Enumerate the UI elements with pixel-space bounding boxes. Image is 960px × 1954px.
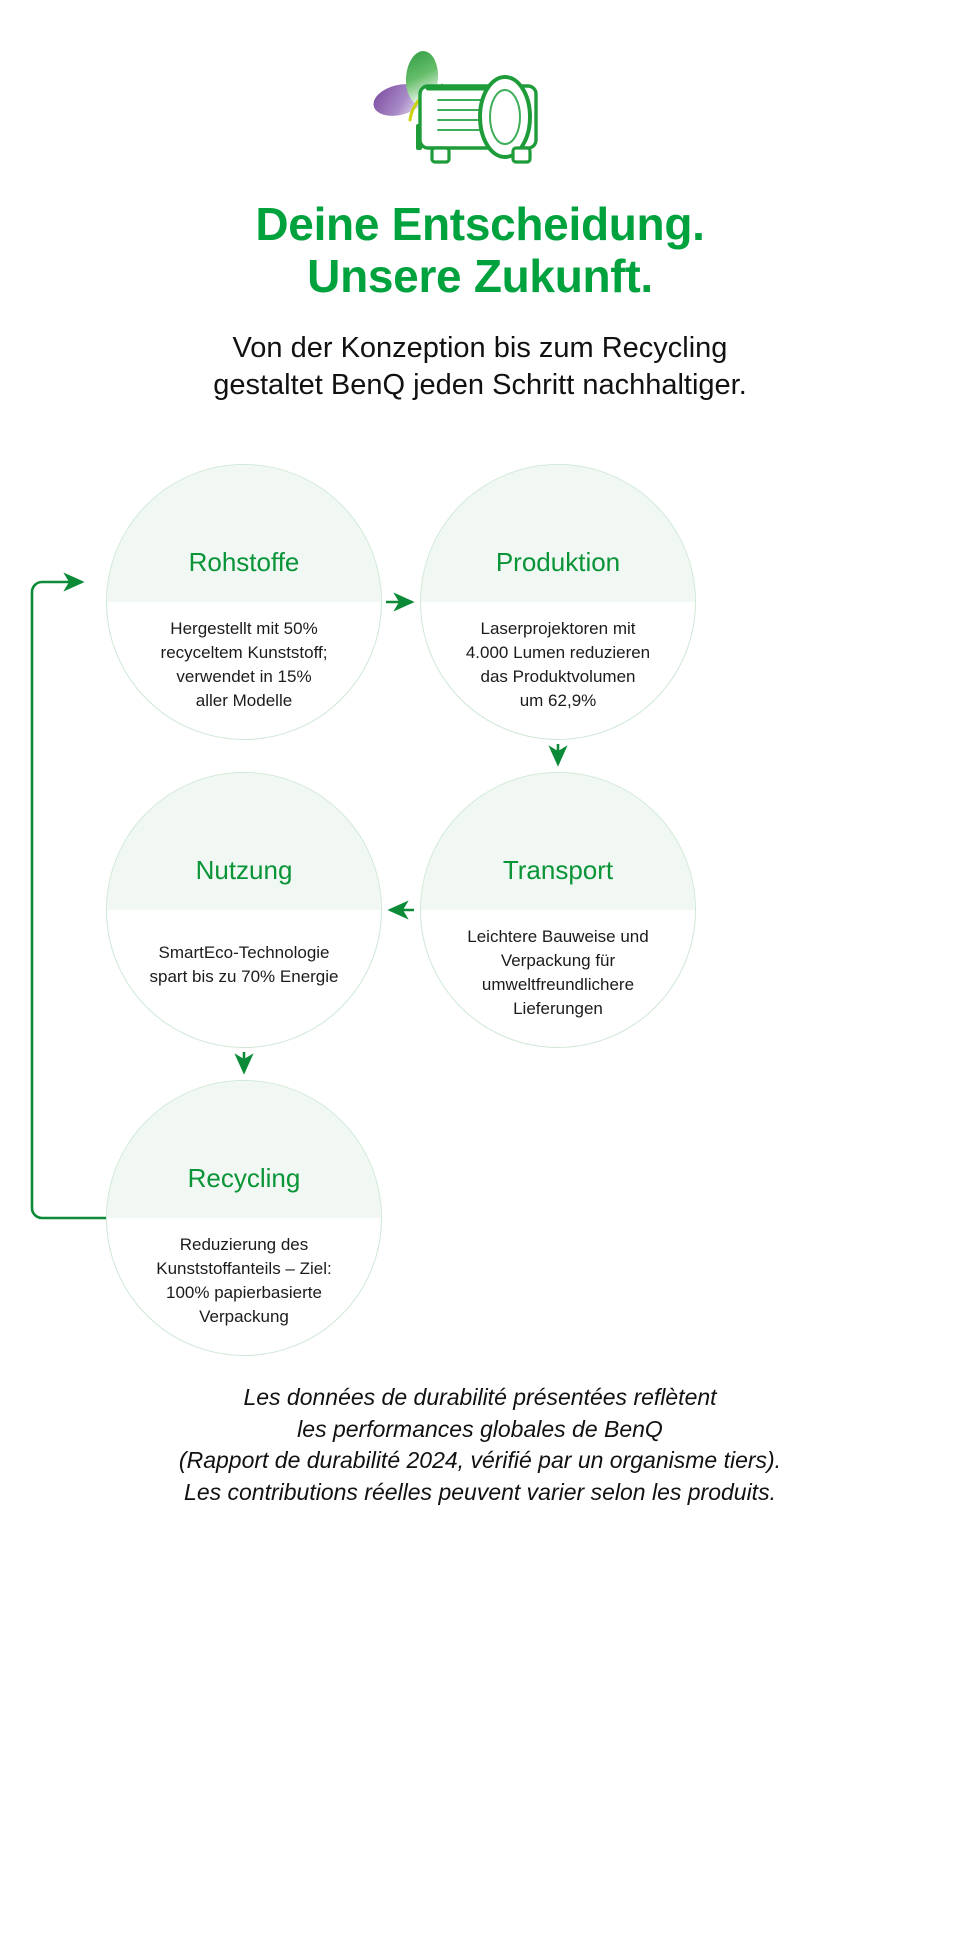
lifecycle-diagram: Rohstoffe Hergestellt mit 50% recyceltem… — [0, 432, 960, 1356]
title-line-2: Unsere Zukunft. — [307, 250, 653, 303]
eco-projector-icon — [0, 42, 960, 172]
node-fill-top — [421, 773, 695, 910]
footnote-line-2: les performances globales de BenQ — [297, 1415, 663, 1442]
footnote-line-4: Les contributions réelles peuvent varier… — [184, 1479, 776, 1506]
projector-lens-inner — [489, 89, 521, 145]
node-fill-top — [107, 465, 381, 602]
footnote-line-1: Les données de durabilité présentées ref… — [243, 1384, 717, 1410]
node-content: Nutzung SmartEco-Technologie spart bis z… — [107, 773, 381, 1047]
node-body: SmartEco-Technologie spart bis zu 70% En… — [149, 943, 339, 987]
node-title: Transport — [502, 855, 614, 885]
arrow-recycling-to-rohstoffe — [30, 572, 108, 1220]
node-fill-top — [421, 465, 695, 602]
footnote: Les données de durabilité présentées ref… — [0, 1382, 960, 1509]
diagram-arrows — [30, 572, 568, 1220]
node-body: Leichtere Bauweise und Verpackung für um… — [467, 927, 649, 1019]
node-content: Rohstoffe Hergestellt mit 50% recyceltem… — [107, 465, 381, 739]
subtitle-line-1: Von der Konzeption bis zum Recycling — [232, 332, 728, 364]
node-recycling[interactable]: Recycling Reduzierung des Kunststoffante… — [106, 1080, 382, 1356]
node-nutzung[interactable]: Nutzung SmartEco-Technologie spart bis z… — [106, 772, 382, 1048]
node-title: Nutzung — [195, 855, 293, 885]
node-title: Recycling — [187, 1163, 301, 1193]
node-body: Laserprojektoren mit 4.000 Lumen reduzie… — [465, 619, 651, 711]
projector-foot-left — [430, 146, 451, 164]
node-body: Hergestellt mit 50% recyceltem Kunststof… — [160, 619, 328, 711]
page-title: Deine Entscheidung. Unsere Zukunft. — [0, 198, 960, 303]
node-fill-top — [107, 773, 381, 910]
projector-foot-right — [511, 146, 532, 164]
node-transport[interactable]: Transport Leichtere Bauweise und Verpack… — [420, 772, 696, 1048]
footnote-line-3: (Rapport de durabilité 2024, vérifié par… — [178, 1447, 782, 1474]
node-content: Produktion Laserprojektoren mit 4.000 Lu… — [421, 465, 695, 739]
node-rohstoffe[interactable]: Rohstoffe Hergestellt mit 50% recyceltem… — [106, 464, 382, 740]
node-produktion[interactable]: Produktion Laserprojektoren mit 4.000 Lu… — [420, 464, 696, 740]
subtitle-line-2: gestaltet BenQ jeden Schritt nachhaltige… — [213, 369, 747, 402]
node-title: Produktion — [495, 547, 621, 577]
node-fill-top — [107, 1081, 381, 1218]
eco-projector-svg — [373, 51, 538, 164]
page-subtitle: Von der Konzeption bis zum Recycling ges… — [0, 330, 960, 404]
title-line-1: Deine Entscheidung. — [255, 198, 705, 250]
node-body: Reduzierung des Kunststoffanteils – Ziel… — [156, 1235, 332, 1327]
node-content: Recycling Reduzierung des Kunststoffante… — [107, 1081, 381, 1355]
node-title: Rohstoffe — [188, 547, 300, 577]
node-content: Transport Leichtere Bauweise und Verpack… — [421, 773, 695, 1047]
